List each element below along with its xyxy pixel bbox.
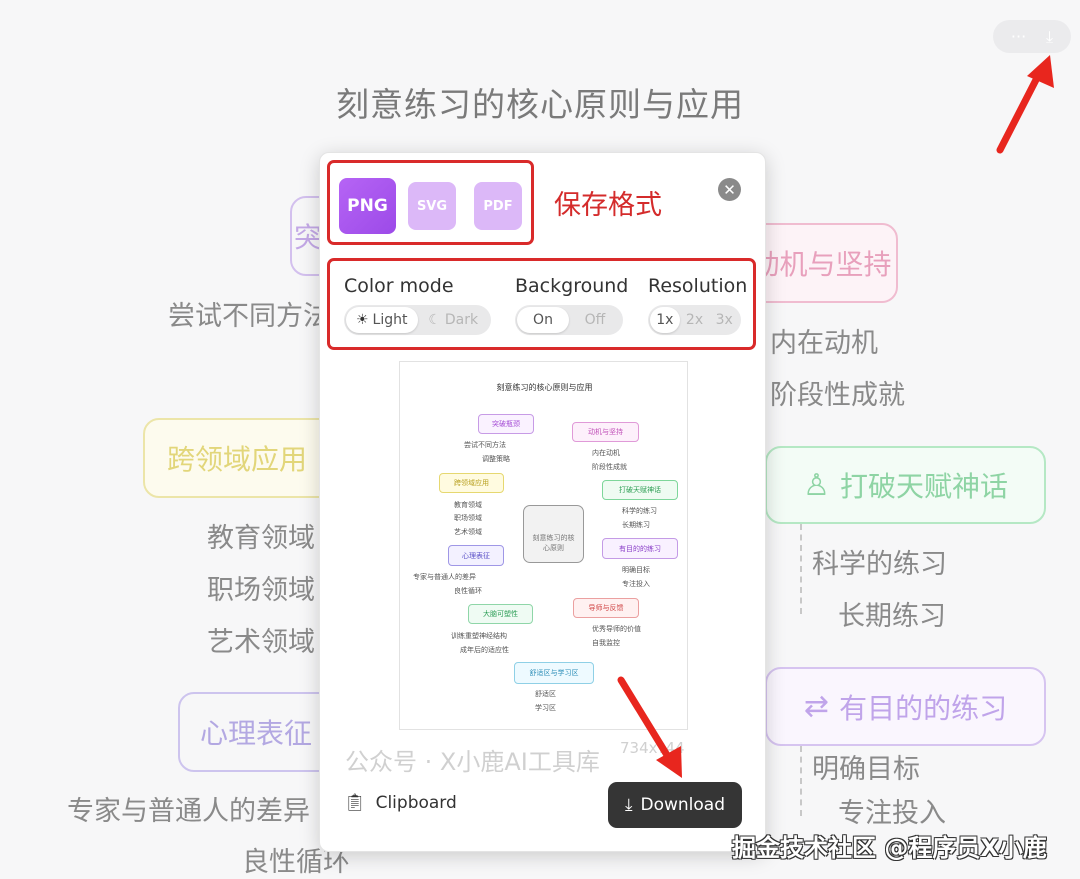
clipboard-icon: 📋︎: [344, 793, 366, 813]
preview-leaf: 自我监控: [592, 639, 620, 647]
background-toggle[interactable]: On Off: [515, 305, 623, 335]
preview-leaf: 优秀导师的价值: [592, 625, 641, 633]
node-label: 有目的的练习: [839, 691, 1008, 725]
resolution-1x[interactable]: 1x: [650, 307, 680, 333]
preview-leaf: 成年后的适应性: [460, 646, 509, 654]
download-icon: ⤓: [624, 795, 633, 815]
leaf: 教育领域: [207, 523, 315, 554]
resolution-label: Resolution: [648, 275, 748, 297]
leaf: 专家与普通人的差异: [67, 796, 310, 827]
preview-node: 大脑可塑性: [468, 604, 533, 624]
leaf: 明确目标: [812, 754, 920, 785]
clipboard-button[interactable]: 📋︎ Clipboard: [344, 793, 457, 813]
color-mode-toggle[interactable]: ☀Light ☾Dark: [344, 305, 491, 335]
clipboard-label: Clipboard: [375, 793, 457, 813]
preview-leaf: 尝试不同方法: [464, 441, 506, 449]
preview-node: 打破天赋神话: [602, 480, 678, 500]
preview-node: 跨领域应用: [439, 473, 504, 493]
preview-leaf: 内在动机: [592, 449, 620, 457]
option-label: Light: [372, 312, 408, 328]
format-svg-button[interactable]: SVG: [408, 182, 456, 230]
preview-leaf: 良性循环: [454, 587, 482, 595]
leaf: 专注投入: [838, 798, 946, 829]
annotation-box-options: [327, 258, 756, 350]
leaf: 阶段性成就: [770, 380, 905, 411]
preview-leaf: 职场领域: [454, 514, 482, 522]
preview-node: 突破瓶颈: [478, 414, 534, 434]
format-png-button[interactable]: PNG: [339, 178, 396, 234]
preview-leaf: 舒适区: [535, 690, 556, 698]
preview-center-node: 刻意练习的核心原则: [523, 505, 584, 563]
resolution-toggle[interactable]: 1x 2x 3x: [648, 305, 741, 335]
preview-leaf: 科学的练习: [622, 507, 657, 515]
moon-icon: ☾: [428, 312, 441, 328]
color-mode-label: Color mode: [344, 275, 454, 297]
preview-title: 刻意练习的核心原则与应用: [496, 383, 593, 392]
format-pdf-button[interactable]: PDF: [474, 182, 522, 230]
leaf: 职场领域: [207, 575, 315, 606]
leaf: 内在动机: [770, 328, 878, 359]
watermark: 掘金技术社区 @程序员X小鹿: [732, 834, 1047, 862]
color-mode-light[interactable]: ☀Light: [346, 307, 418, 333]
leaf: 科学的练习: [812, 549, 947, 580]
mindmap-title: 刻意练习的核心原则与应用: [336, 85, 744, 124]
leaf: 长期练习: [838, 601, 946, 632]
node-label: 跨领域应用: [167, 443, 308, 476]
preview-node: 心理表征: [448, 545, 504, 566]
watermark-faint: 公众号 · X小鹿AI工具库: [345, 748, 600, 776]
preview-leaf: 教育领域: [454, 501, 482, 509]
node-talent-myth[interactable]: ♙ 打破天赋神话: [765, 446, 1046, 524]
background-on[interactable]: On: [517, 307, 569, 333]
export-dialog: PNG SVG PDF 保存格式 ✕ Color mode Background…: [319, 152, 766, 852]
node-label: 动机与坚持: [751, 248, 892, 281]
download-label: Download: [640, 795, 726, 815]
leaf: 尝试不同方法: [168, 301, 330, 332]
resolution-3x[interactable]: 3x: [715, 312, 733, 328]
annotation-save-format: 保存格式: [554, 190, 662, 221]
node-label: 打破天赋神话: [839, 470, 1008, 503]
preview-node: 有目的的练习: [602, 538, 678, 559]
leaf: 艺术领域: [207, 627, 315, 658]
preview-leaf: 专家与普通人的差异: [413, 573, 476, 581]
preview-node: 导师与反馈: [573, 598, 639, 618]
resolution-2x[interactable]: 2x: [685, 312, 704, 328]
export-preview: 刻意练习的核心原则与应用 刻意练习的核心原则 突破瓶颈 尝试不同方法 调整策略 …: [399, 361, 688, 730]
annotation-box-format: [327, 160, 534, 245]
preview-leaf: 训练重塑神经结构: [451, 632, 507, 640]
preview-node: 动机与坚持: [572, 422, 639, 442]
preview-leaf: 长期练习: [622, 521, 650, 529]
node-label: 心理表征: [200, 717, 313, 750]
preview-leaf: 明确目标: [622, 566, 650, 574]
background-off[interactable]: Off: [584, 312, 606, 328]
download-button[interactable]: ⤓ Download: [608, 782, 742, 828]
arrow-to-download-icon: [617, 676, 682, 778]
ellipsis-icon[interactable]: ···: [1010, 27, 1027, 46]
color-mode-dark[interactable]: ☾Dark: [418, 307, 490, 333]
node-motivation[interactable]: 动机与坚持: [745, 223, 898, 303]
arrows-icon: ⇄: [803, 689, 830, 724]
preview-leaf: 专注投入: [622, 580, 650, 588]
node-purposeful[interactable]: ⇄ 有目的的练习: [765, 667, 1046, 746]
preview-leaf: 阶段性成就: [592, 463, 627, 471]
people-icon: ♙: [803, 467, 830, 503]
option-label: Dark: [444, 312, 479, 328]
preview-leaf: 艺术领域: [454, 528, 482, 536]
close-icon[interactable]: ✕: [718, 178, 741, 201]
preview-leaf: 学习区: [535, 704, 556, 712]
background-label: Background: [515, 275, 629, 297]
download-icon[interactable]: ⤓: [1046, 26, 1054, 46]
preview-leaf: 调整策略: [482, 455, 510, 463]
sun-icon: ☀: [355, 312, 369, 328]
export-toolbar: ··· ⤓: [993, 20, 1071, 53]
preview-node: 舒适区与学习区: [514, 662, 594, 684]
arrow-to-toolbar-icon: [996, 55, 1054, 154]
